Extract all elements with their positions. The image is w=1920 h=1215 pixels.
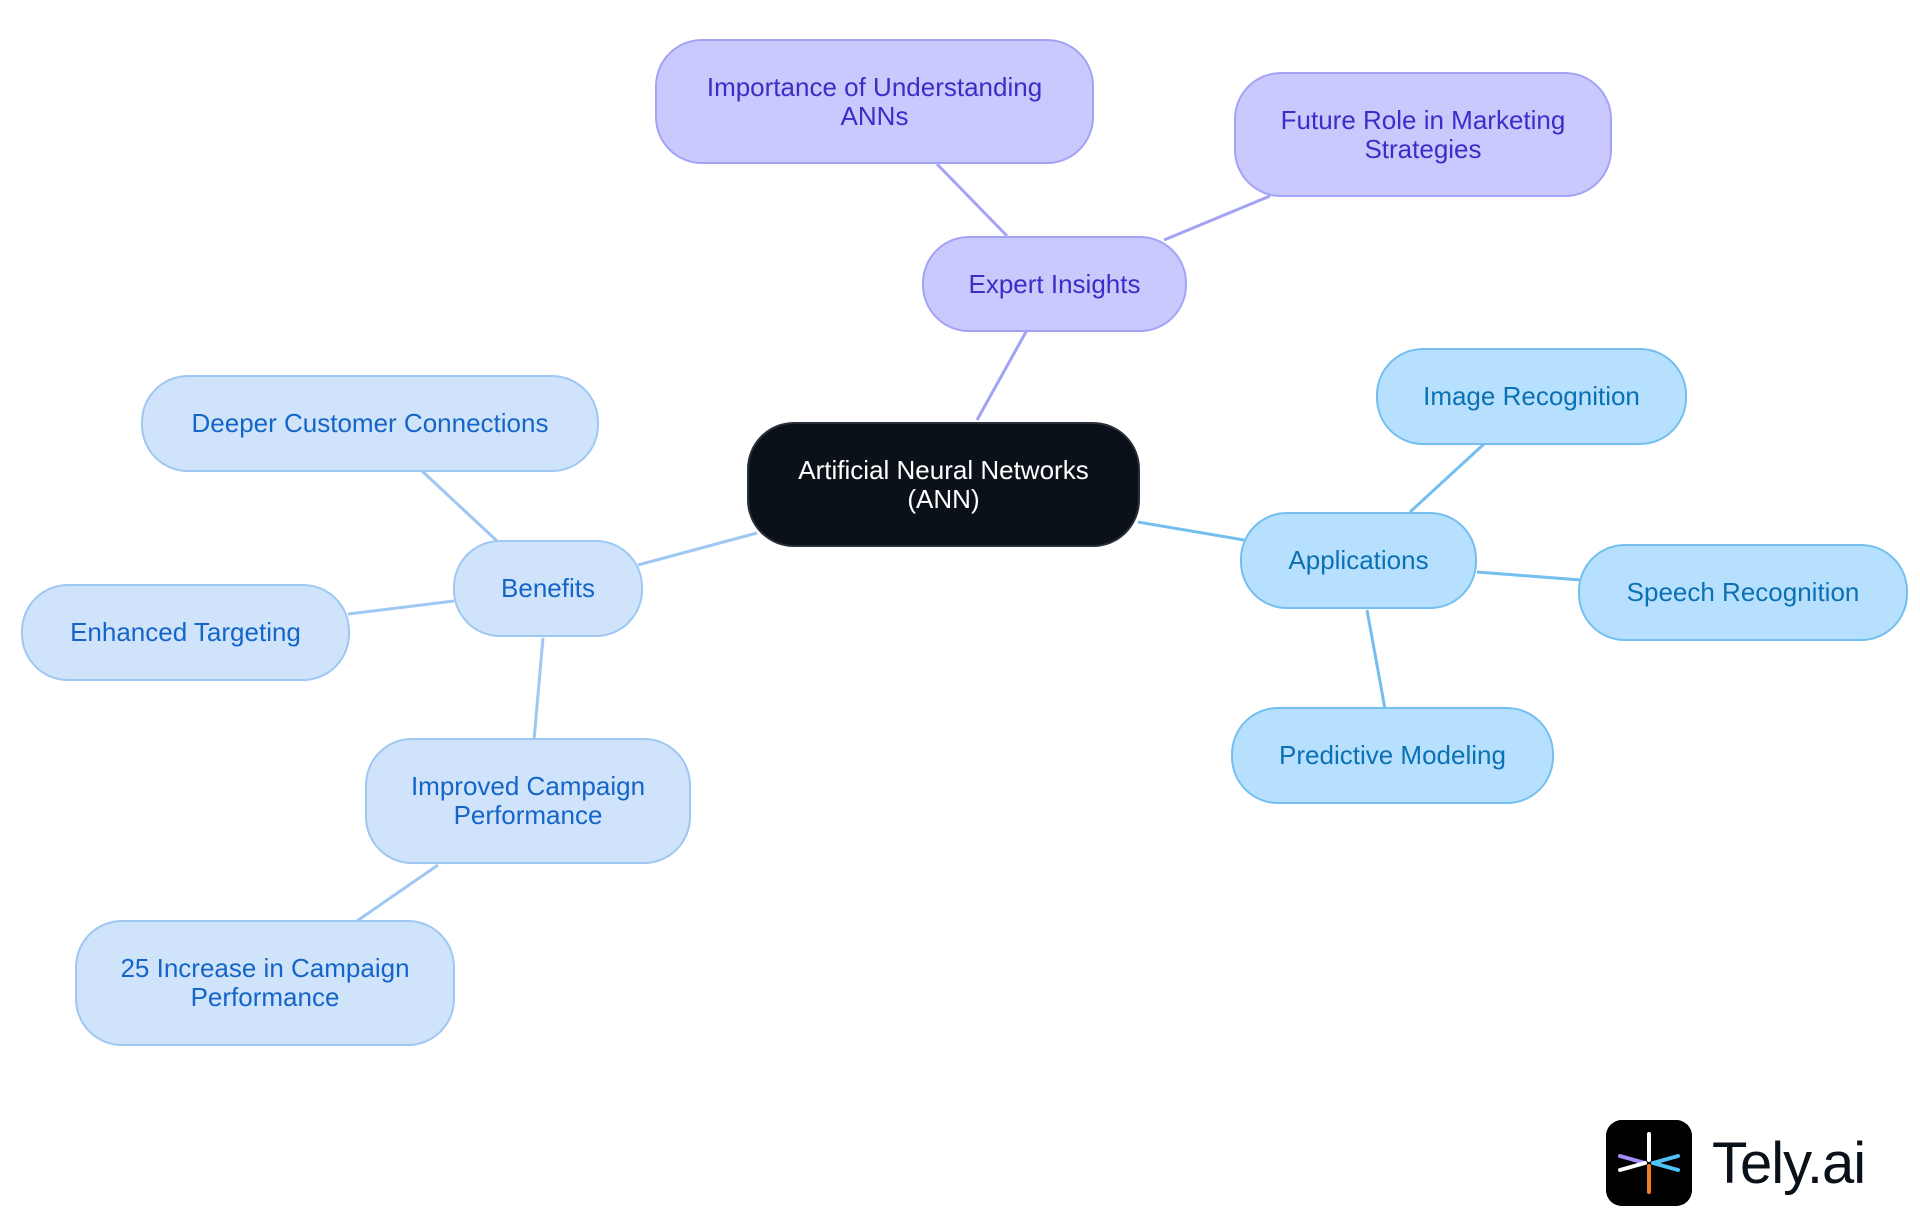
improved-campaign-label: Improved Campaign Performance bbox=[410, 771, 646, 830]
edge-benefits-enhanced bbox=[347, 599, 455, 616]
edge-improved-increase bbox=[353, 863, 439, 925]
expert-insights-label: Expert Insights bbox=[968, 268, 1141, 299]
edge-expert-future bbox=[1163, 194, 1271, 242]
future-role-node: Future Role in Marketing Strategies bbox=[1234, 72, 1612, 197]
edge-root-benefits bbox=[637, 531, 758, 567]
speech-recognition-node: Speech Recognition bbox=[1578, 544, 1908, 641]
root-label: Artificial Neural Networks (ANN) bbox=[798, 454, 1089, 514]
edge-expert-importance bbox=[935, 162, 1009, 238]
edge-root-applications bbox=[1137, 520, 1245, 542]
edge-benefits-deeper bbox=[420, 469, 499, 543]
predictive-modeling-node: Predictive Modeling bbox=[1231, 707, 1554, 804]
deeper-connections-node: Deeper Customer Connections bbox=[141, 375, 599, 472]
tely-logo-text: Tely.ai bbox=[1712, 1130, 1866, 1196]
edge-applications-image bbox=[1408, 442, 1486, 514]
enhanced-targeting-label: Enhanced Targeting bbox=[70, 617, 301, 647]
importance-node: Importance of Understanding ANNs bbox=[655, 39, 1094, 164]
applications-label: Applications bbox=[1288, 545, 1429, 575]
image-recognition-node: Image Recognition bbox=[1376, 348, 1687, 445]
expert-insights-node: Expert Insights bbox=[922, 236, 1187, 332]
improved-campaign-node: Improved Campaign Performance bbox=[365, 738, 691, 864]
edge-root-expert bbox=[975, 329, 1029, 421]
edge-applications-predictive bbox=[1365, 609, 1387, 710]
speech-recognition-label: Speech Recognition bbox=[1626, 577, 1860, 607]
deeper-connections-label: Deeper Customer Connections bbox=[191, 408, 549, 438]
image-recognition-label: Image Recognition bbox=[1423, 381, 1640, 411]
enhanced-targeting-node: Enhanced Targeting bbox=[21, 584, 350, 681]
future-role-label: Future Role in Marketing Strategies bbox=[1280, 104, 1566, 164]
predictive-modeling-label: Predictive Modeling bbox=[1279, 740, 1506, 770]
tely-logo-icon bbox=[1606, 1120, 1692, 1206]
edge-applications-speech bbox=[1476, 570, 1582, 582]
root-node: Artificial Neural Networks (ANN) bbox=[747, 422, 1140, 547]
tely-logo: Tely.ai bbox=[1606, 1120, 1866, 1206]
importance-label: Importance of Understanding ANNs bbox=[706, 71, 1043, 131]
increase-campaign-label: 25 Increase in Campaign Performance bbox=[120, 953, 410, 1012]
increase-campaign-node: 25 Increase in Campaign Performance bbox=[75, 920, 455, 1046]
benefits-node: Benefits bbox=[453, 540, 643, 637]
edge-benefits-improved bbox=[532, 637, 545, 741]
benefits-label: Benefits bbox=[501, 573, 595, 603]
applications-node: Applications bbox=[1240, 512, 1477, 609]
